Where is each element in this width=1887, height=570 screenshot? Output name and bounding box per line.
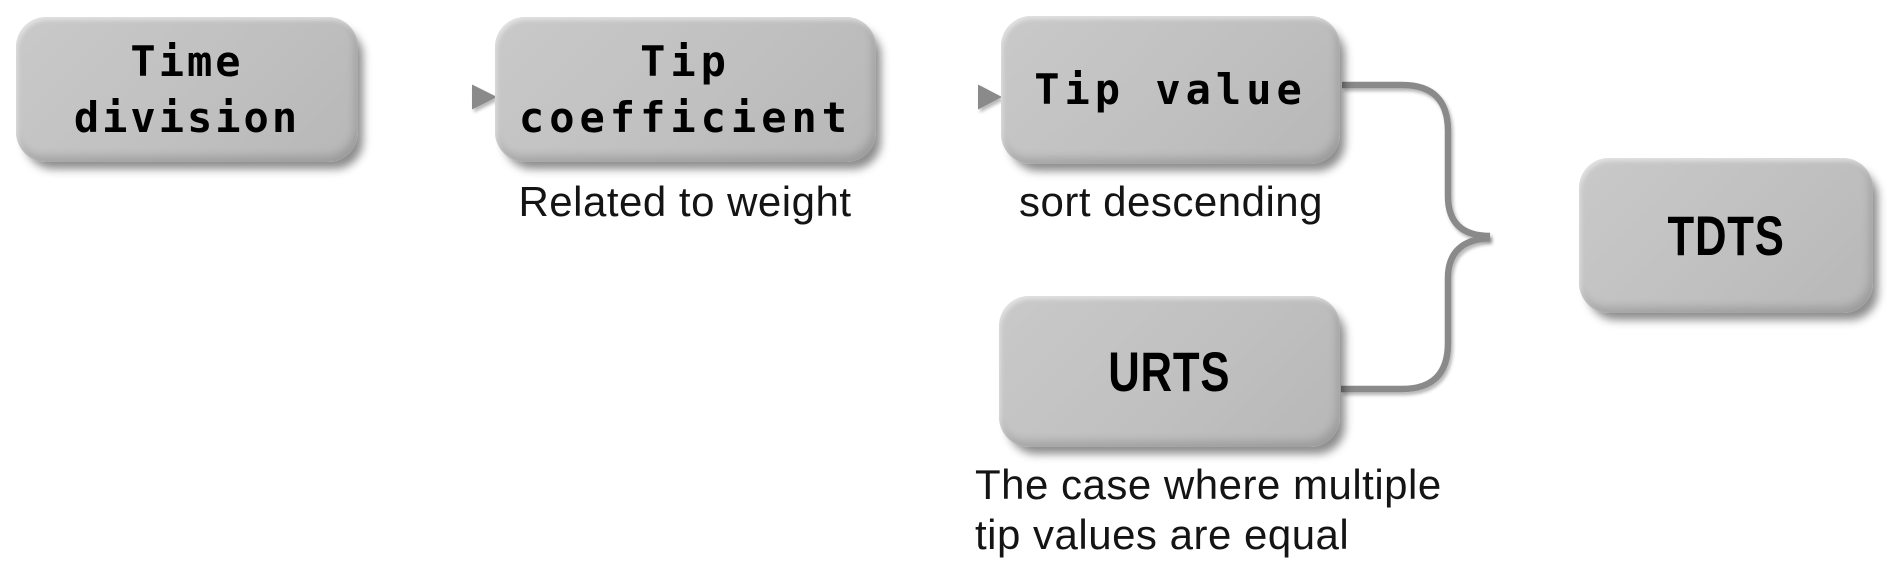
node-time-division-label: Time division [73,36,301,142]
arrowhead-icon [978,84,1002,110]
node-urts: URTS [999,296,1340,447]
node-tip-value: Tip value [1001,16,1340,164]
node-time-division: Time division [16,17,358,162]
caption-tip-coefficient: Related to weight [518,178,852,225]
node-tdts: TDTS [1579,158,1873,313]
arrow-time-division-to-tip-coefficient [358,84,497,110]
node-tip-value-label: Tip value [1034,65,1307,115]
arrow-tip-coefficient-to-tip-value [877,84,1002,110]
node-tip-coefficient: Tip coefficient [495,17,876,162]
curve-urts-to-merge [1341,234,1491,393]
arrowhead-icon [472,84,497,110]
caption-urts: The case where multiple tip values are e… [975,461,1442,558]
node-tdts-label: TDTS [1667,204,1785,267]
node-tip-coefficient-label: Tip coefficient [518,36,853,142]
node-urts-label: URTS [1108,340,1231,403]
curve-tip-value-to-merge [1342,81,1491,240]
caption-tip-value: sort descending [1018,178,1324,225]
